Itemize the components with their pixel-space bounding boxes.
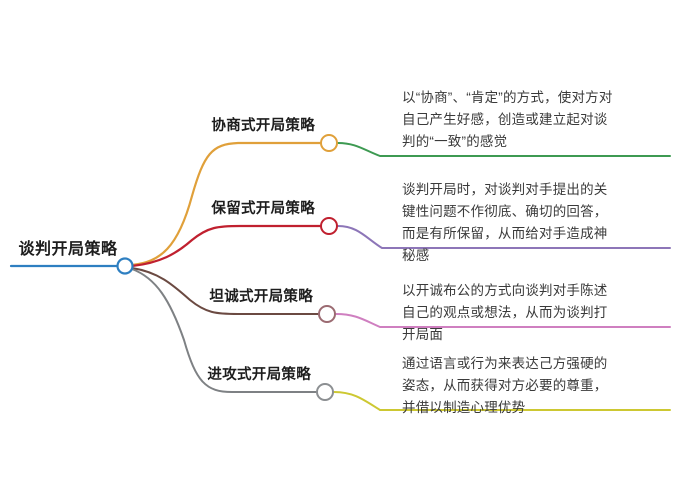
- root-node-icon[interactable]: [116, 257, 134, 275]
- description-line: 以开诚布公的方式向谈判对手陈述: [402, 283, 608, 298]
- description-line: 通过语言或行为来表达己方强硬的: [402, 356, 608, 371]
- description-line: 以“协商”、“肯定”的方式，使对方对: [402, 90, 613, 105]
- branch-curve-2: [130, 224, 322, 268]
- description-line: 姿态，从而获得对方必要的尊重，: [402, 378, 608, 393]
- branch-label-3[interactable]: 坦诚式开局策略: [209, 289, 313, 305]
- description-line: 自己产生好感，创造或建立起对谈: [402, 112, 608, 127]
- description-line: 键性问题不作彻底、确切的回答，: [402, 204, 608, 219]
- description-line: 谈判开局时，对谈判对手提出的关: [402, 182, 608, 197]
- description-line: 秘感: [402, 248, 430, 263]
- branch-node-icon-3[interactable]: [318, 305, 336, 323]
- description-block-1: 以“协商”、“肯定”的方式，使对方对 自己产生好感，创造或建立起对谈 判的“一致…: [402, 87, 670, 153]
- description-block-4: 通过语言或行为来表达己方强硬的 姿态，从而获得对方必要的尊重， 并借以制造心理优…: [402, 353, 670, 419]
- branch-label-4[interactable]: 进攻式开局策略: [207, 367, 311, 383]
- branch-label-1[interactable]: 协商式开局策略: [211, 118, 315, 134]
- description-line: 而是有所保留，从而给对手造成神: [402, 226, 608, 241]
- description-line: 并借以制造心理优势: [402, 400, 526, 415]
- root-label[interactable]: 谈判开局策略: [18, 241, 118, 258]
- description-line: 开局面: [402, 327, 444, 342]
- branch-node-icon-2[interactable]: [320, 217, 338, 235]
- description-line: 自己的观点或想法，从而为谈判打: [402, 305, 608, 320]
- branch-node-icon-4[interactable]: [316, 383, 334, 401]
- branch-label-2[interactable]: 保留式开局策略: [211, 201, 315, 217]
- description-block-2: 谈判开局时，对谈判对手提出的关 键性问题不作彻底、确切的回答， 而是有所保留，从…: [402, 179, 670, 267]
- description-block-3: 以开诚布公的方式向谈判对手陈述 自己的观点或想法，从而为谈判打 开局面: [402, 280, 670, 346]
- branch-node-icon-1[interactable]: [320, 134, 338, 152]
- description-line: 判的“一致”的感觉: [402, 134, 508, 149]
